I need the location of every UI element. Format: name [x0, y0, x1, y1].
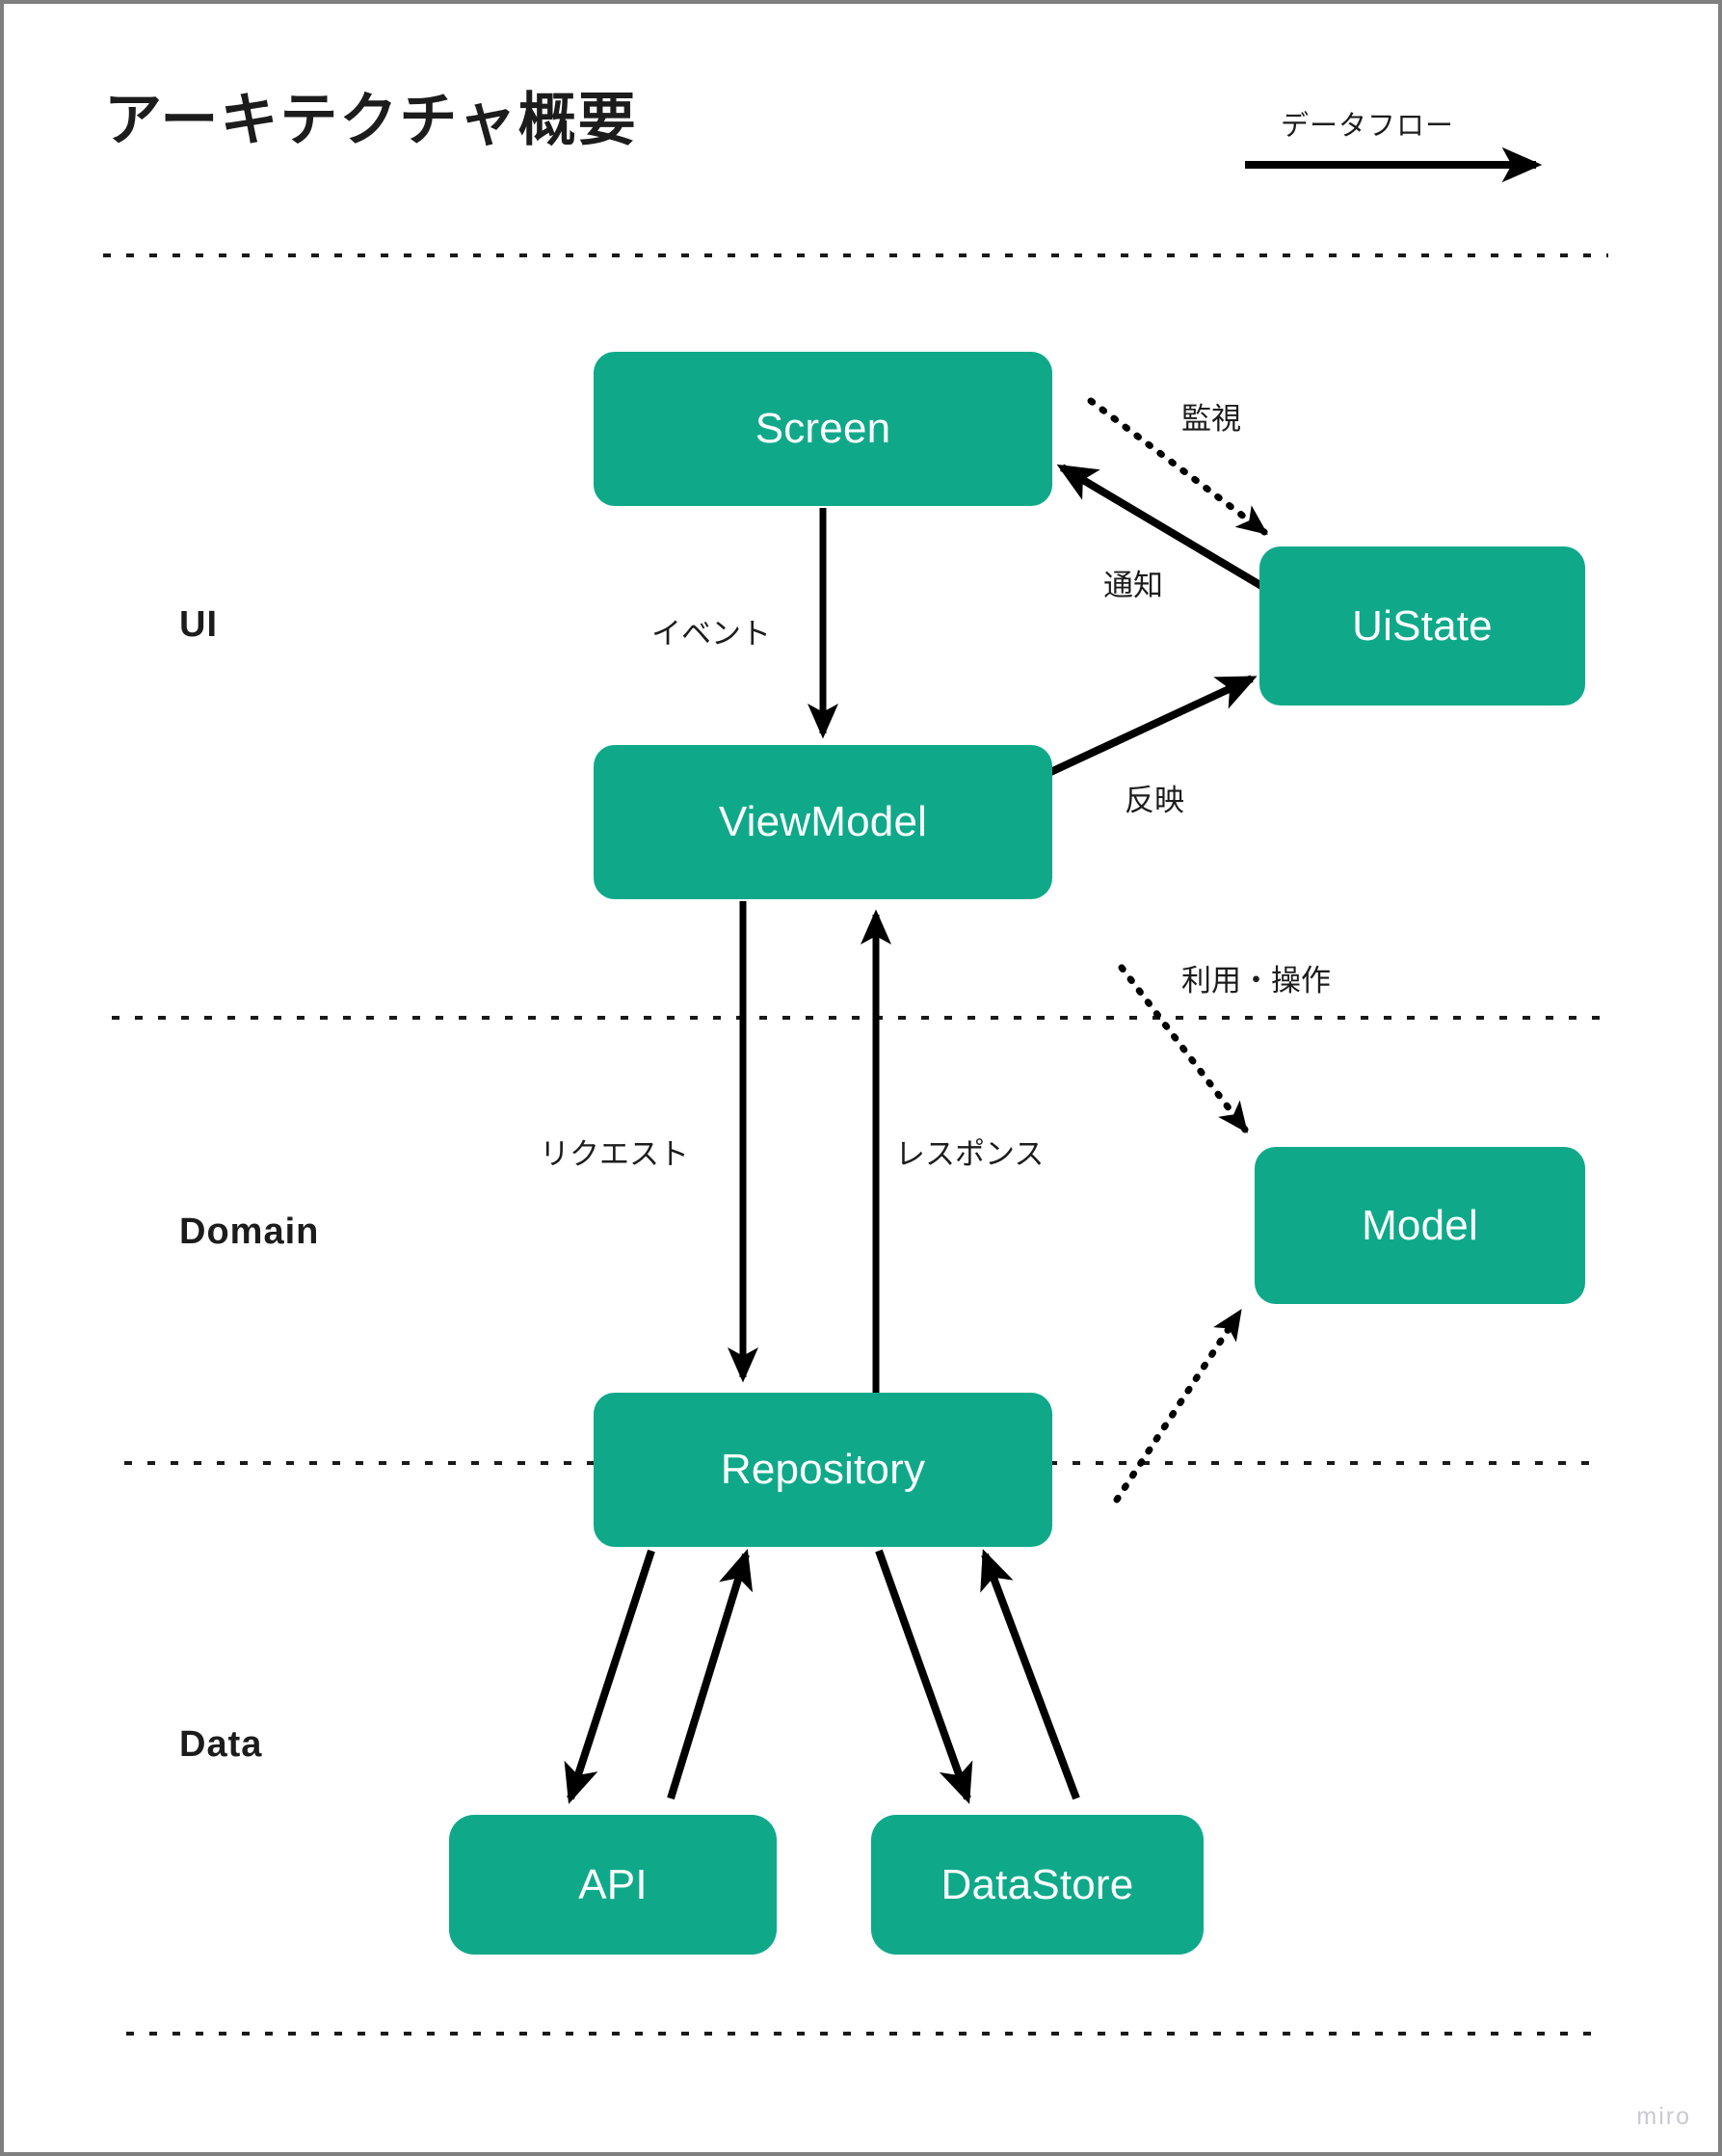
node-viewmodel[interactable]: ViewModel: [594, 745, 1052, 899]
node-api-label: API: [578, 1860, 648, 1908]
edge-api-repository-in: [667, 1549, 754, 1800]
node-repository-label: Repository: [720, 1446, 926, 1493]
connectors-layer: [103, 146, 1608, 2036]
node-model[interactable]: Model: [1255, 1147, 1585, 1304]
node-viewmodel-label: ViewModel: [718, 798, 928, 845]
node-datastore-label: DataStore: [940, 1860, 1134, 1908]
node-screen-label: Screen: [755, 405, 891, 452]
edge-label-reflect: 反映: [1125, 784, 1184, 817]
edge-label-response: レスポンス: [895, 1137, 1045, 1171]
node-uistate[interactable]: UiState: [1259, 546, 1585, 705]
edge-viewmodel-model-use: [1118, 964, 1249, 1133]
edge-label-notify: 通知: [1103, 569, 1163, 602]
edge-repository-api-out: [564, 1549, 655, 1804]
node-datastore[interactable]: DataStore: [871, 1815, 1204, 1955]
layer-label-ui: UI: [179, 604, 218, 645]
edge-label-request: リクエスト: [540, 1137, 689, 1171]
edge-label-observe: 監視: [1181, 402, 1241, 436]
legend-label: データフロー: [1281, 111, 1455, 142]
node-model-label: Model: [1362, 1201, 1478, 1249]
node-api[interactable]: API: [449, 1815, 777, 1955]
edge-repository-datastore-out: [875, 1549, 973, 1804]
edge-uistate-screen-notify: [1056, 464, 1271, 594]
edge-label-event: イベント: [651, 617, 771, 651]
edge-viewmodel-uistate: [1043, 675, 1258, 779]
node-screen[interactable]: Screen: [594, 352, 1052, 506]
node-repository[interactable]: Repository: [594, 1393, 1052, 1547]
layer-label-data: Data: [179, 1724, 263, 1765]
edge-datastore-repository-in: [980, 1549, 1080, 1800]
edge-repository-model-use: [1113, 1308, 1243, 1504]
edge-label-use: 利用・操作: [1181, 964, 1331, 998]
layer-label-domain: Domain: [179, 1211, 320, 1252]
page-title: アーキテクチャ概要: [104, 88, 638, 152]
miro-watermark: miro: [1636, 2103, 1691, 2130]
node-uistate-label: UiState: [1352, 601, 1493, 650]
